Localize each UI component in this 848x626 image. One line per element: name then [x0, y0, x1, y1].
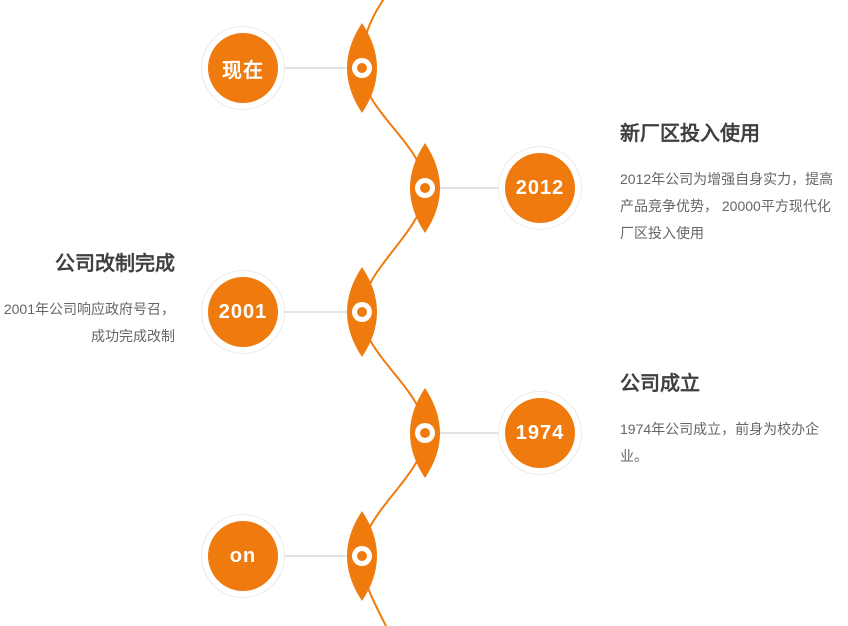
milestone-circle-inner: on — [208, 521, 278, 591]
timeline-node-dot — [357, 551, 367, 561]
milestone-body: 2001年公司响应政府号召，成功完成改制 — [3, 301, 175, 344]
timeline-node-dot — [357, 63, 367, 73]
timeline-node-dot — [420, 183, 430, 193]
timeline-node-dot — [357, 307, 367, 317]
milestone-circle-inner: 2012 — [505, 153, 575, 223]
milestone-body: 2012年公司为增强自身实力，提高产品竞争优势， 20000平方现代化厂区投入使… — [620, 171, 834, 241]
milestone-circle-inner: 2001 — [208, 277, 278, 347]
timeline-node-icons — [352, 58, 435, 566]
milestone-circle-inner: 1974 — [505, 398, 575, 468]
milestone-circle-2012: 2012 — [498, 146, 582, 230]
timeline-connectors — [280, 67, 502, 557]
milestone-title: 公司成立 — [620, 373, 700, 395]
milestone-circle-on: on — [201, 514, 285, 598]
milestone-label: 2012 — [515, 176, 565, 199]
milestone-title: 公司改制完成 — [55, 253, 175, 275]
milestone-circle-1974: 1974 — [498, 391, 582, 475]
milestone-text-2012: 新厂区投入使用 2012年公司为增强自身实力，提高产品竞争优势， 20000平方… — [620, 122, 835, 247]
milestone-label: 1974 — [515, 421, 565, 444]
milestone-circle-2001: 2001 — [201, 270, 285, 354]
milestone-circle-inner: 现在 — [208, 33, 278, 103]
milestone-body: 1974年公司成立，前身为校办企业。 — [620, 421, 820, 464]
milestone-label: on — [229, 544, 257, 567]
milestone-label: 现在 — [222, 59, 264, 82]
milestone-text-2001: 公司改制完成 2001年公司响应政府号召，成功完成改制 — [0, 252, 175, 350]
milestone-text-1974: 公司成立 1974年公司成立，前身为校办企业。 — [620, 372, 832, 470]
milestone-circle-now: 现在 — [201, 26, 285, 110]
timeline-node-dot — [420, 428, 430, 438]
milestone-label: 2001 — [218, 300, 268, 323]
milestone-title: 新厂区投入使用 — [620, 123, 760, 145]
